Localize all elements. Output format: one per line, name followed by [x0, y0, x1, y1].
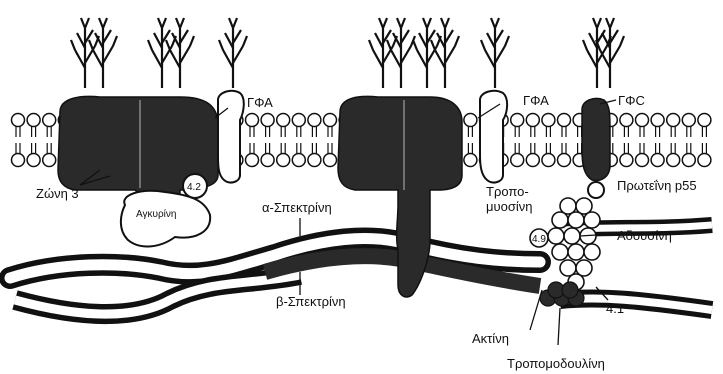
- lipid-head: [667, 154, 680, 167]
- lipid-head: [43, 114, 56, 127]
- label-tropomyosin-1: Τροπο-: [486, 184, 529, 199]
- lipid-head: [698, 114, 711, 127]
- lipid-head: [261, 114, 274, 127]
- lipid-head: [308, 114, 321, 127]
- lipid-head: [558, 114, 571, 127]
- lipid-head: [636, 154, 649, 167]
- actin-bead: [564, 228, 580, 244]
- lipid-head: [12, 154, 25, 167]
- label-gpa-right: ΓΦΑ: [523, 93, 549, 108]
- actin-bead: [584, 244, 600, 260]
- label-gpa-left: ΓΦΑ: [247, 95, 273, 110]
- lipid-head: [12, 114, 25, 127]
- label-tropomyosin-2: μυοσίνη: [486, 199, 532, 214]
- actin-bead: [584, 212, 600, 228]
- glycophorin-a-right: [480, 91, 507, 183]
- lipid-head: [526, 114, 539, 127]
- label-actin: Ακτίνη: [472, 331, 509, 346]
- lipid-head: [324, 114, 337, 127]
- actin-bead: [568, 212, 584, 228]
- glycophorin-c: [582, 98, 610, 198]
- lipid-head: [292, 114, 305, 127]
- glycophorin-a-left: [218, 91, 244, 183]
- lipid-head: [27, 154, 40, 167]
- lipid-head: [324, 154, 337, 167]
- lipid-head: [620, 154, 633, 167]
- label-ankyrin: Αγκυρίνη: [136, 208, 176, 220]
- lipid-head: [558, 154, 571, 167]
- actin-bead: [552, 244, 568, 260]
- lipid-head: [277, 114, 290, 127]
- label-band3: Ζώνη 3: [36, 186, 79, 201]
- lipid-head: [292, 154, 305, 167]
- actin-bead: [552, 212, 568, 228]
- lipid-head: [511, 154, 524, 167]
- lipid-head: [308, 154, 321, 167]
- lipid-head: [651, 154, 664, 167]
- lipid-head: [277, 154, 290, 167]
- lipid-head: [651, 114, 664, 127]
- label-protein-4-2: 4.2: [187, 182, 201, 193]
- lipid-head: [682, 114, 695, 127]
- lipid-head: [464, 114, 477, 127]
- label-protein-p55: Πρωτεΐνη p55: [617, 178, 697, 193]
- label-protein-4-1: 4.1: [606, 301, 624, 316]
- lipid-head: [246, 114, 259, 127]
- lipid-head: [526, 154, 539, 167]
- tropomodulin-bead: [562, 282, 578, 298]
- label-alpha-spectrin: α-Σπεκτρίνη: [262, 200, 332, 215]
- lipid-head: [682, 154, 695, 167]
- lipid-head: [636, 114, 649, 127]
- lipid-head: [464, 154, 477, 167]
- lipid-head: [27, 114, 40, 127]
- actin-bead: [548, 228, 564, 244]
- lipid-head: [542, 114, 555, 127]
- glycan-trees: [71, 18, 624, 88]
- actin-bead: [568, 244, 584, 260]
- lipid-head: [620, 114, 633, 127]
- label-tropomodulin: Τροπομοδουλίνη: [507, 356, 605, 371]
- lipid-head: [43, 154, 56, 167]
- label-adducin: Αδουσίνη: [617, 228, 672, 243]
- label-protein-4-9: 4.9: [532, 234, 546, 245]
- lipid-head: [542, 154, 555, 167]
- lipid-head: [261, 154, 274, 167]
- label-beta-spectrin: β-Σπεκτρίνη: [276, 294, 346, 309]
- label-gpc: ΓΦC: [618, 93, 645, 108]
- lipid-head: [698, 154, 711, 167]
- lipid-head: [667, 114, 680, 127]
- lipid-head: [511, 114, 524, 127]
- lipid-head: [246, 154, 259, 167]
